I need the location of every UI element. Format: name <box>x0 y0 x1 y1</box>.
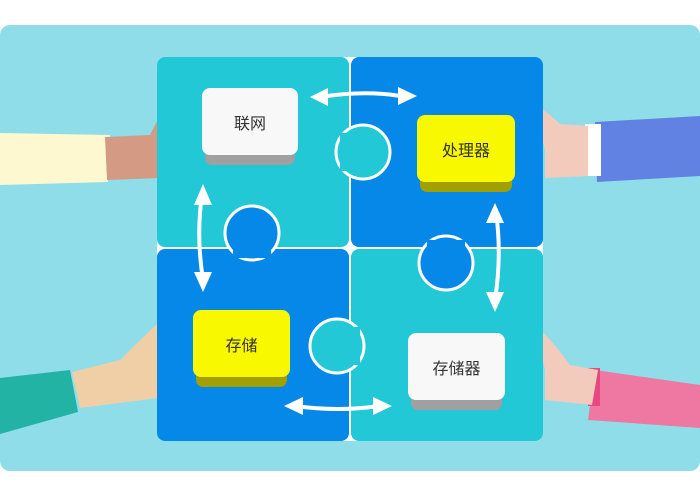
arrowhead-icon <box>194 184 212 205</box>
tile-storage-label: 存储 <box>193 310 290 377</box>
arrow-storage-memory <box>294 404 379 411</box>
arrowhead-icon <box>486 203 504 223</box>
tile-memory: 存储器 <box>408 333 505 410</box>
arrowhead-icon <box>373 397 392 415</box>
arrowhead-icon <box>310 88 328 106</box>
hand-top-left <box>0 89 181 185</box>
arrowhead-icon <box>284 397 303 415</box>
tile-processor: 处理器 <box>417 115 515 192</box>
arrowhead-icon <box>398 87 417 105</box>
arrowhead-icon <box>194 272 212 292</box>
tile-memory-label: 存储器 <box>408 333 505 400</box>
tile-network-label: 联网 <box>202 88 298 155</box>
arrow-network-processor <box>319 91 401 99</box>
arrowhead-icon <box>486 292 504 312</box>
tile-storage: 存储 <box>193 310 290 387</box>
tile-processor-label: 处理器 <box>417 115 515 182</box>
hand-bottom-left <box>0 310 178 434</box>
tile-network: 联网 <box>202 88 298 165</box>
